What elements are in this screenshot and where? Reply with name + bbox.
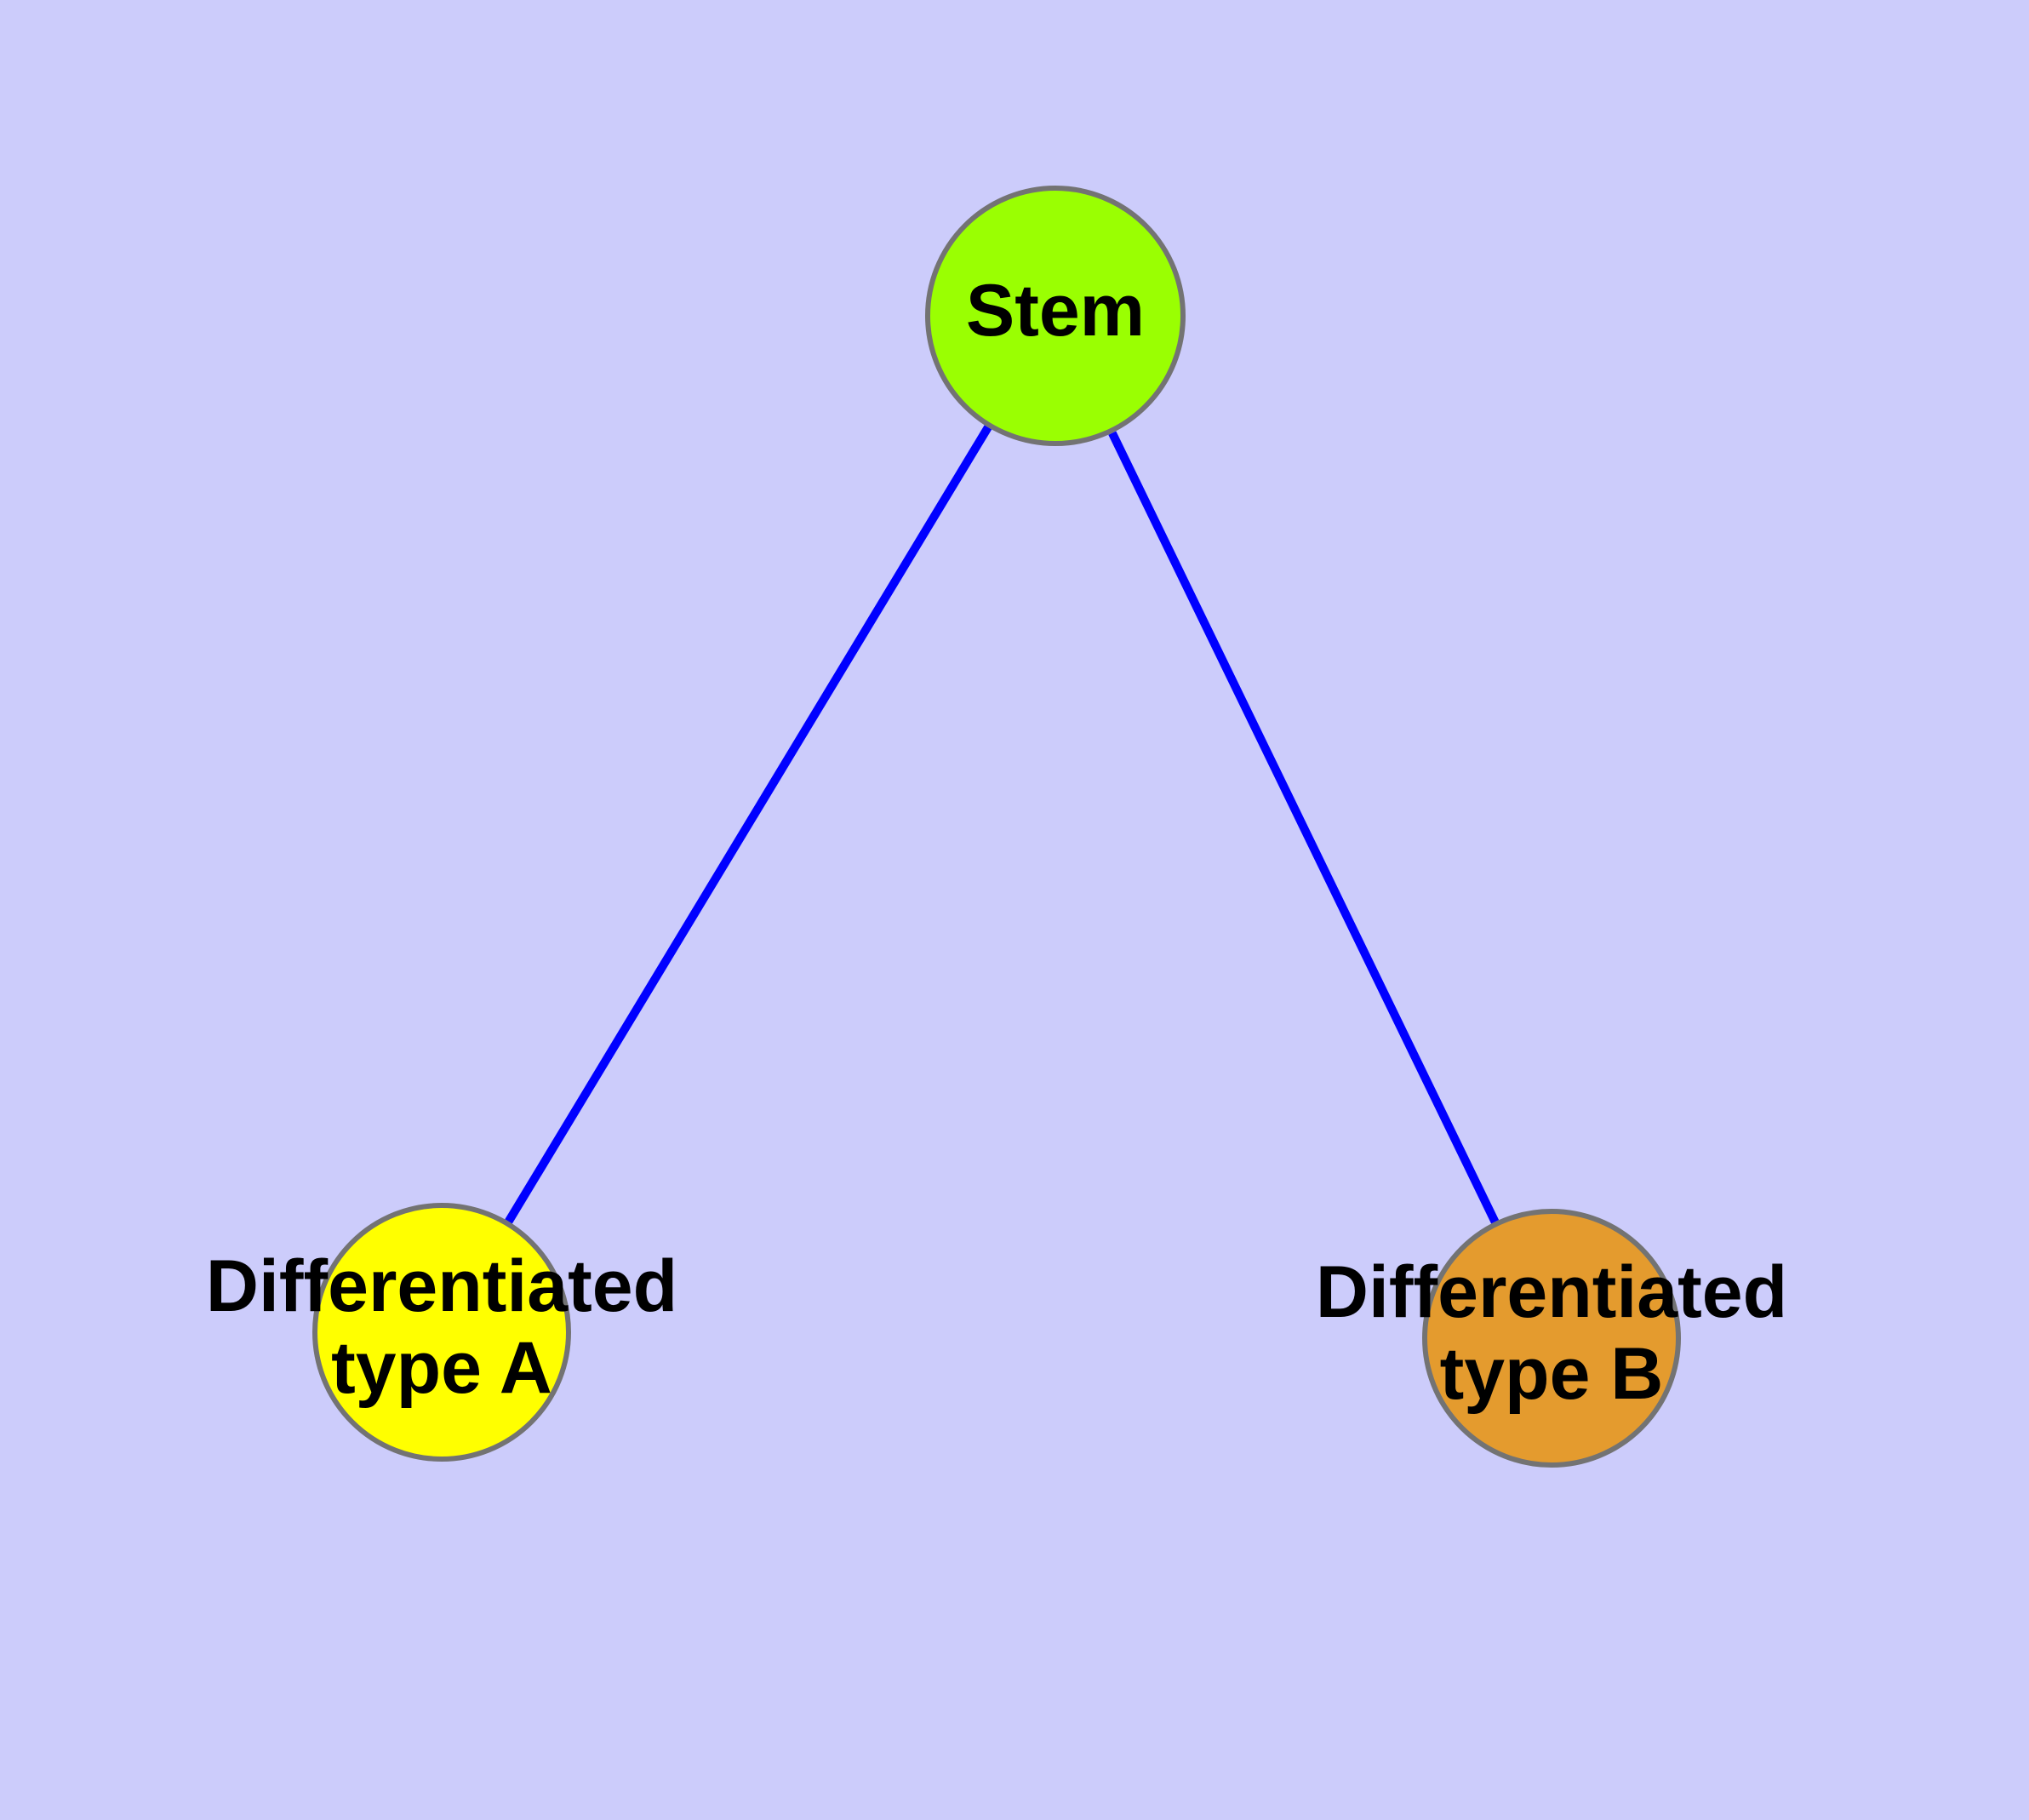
label-line: type B <box>1440 1333 1664 1415</box>
graph-edge-stem-to-diff-a[interactable] <box>505 425 992 1224</box>
label-line: Stem <box>966 270 1145 352</box>
label-line: Differentiated <box>1316 1251 1787 1333</box>
label-line: Differentiated <box>206 1245 677 1327</box>
graph-node-stem[interactable] <box>925 186 1186 446</box>
edge-layer <box>505 425 1500 1224</box>
graph-node-diff_a[interactable] <box>312 1203 571 1462</box>
graph-node-label-stem: Stem <box>966 270 1145 352</box>
graph-node-diff_b[interactable] <box>1422 1209 1681 1468</box>
node-layer <box>312 186 1681 1468</box>
label-line: type A <box>331 1327 552 1409</box>
graph-edge-stem-to-diff-b[interactable] <box>1108 431 1500 1224</box>
